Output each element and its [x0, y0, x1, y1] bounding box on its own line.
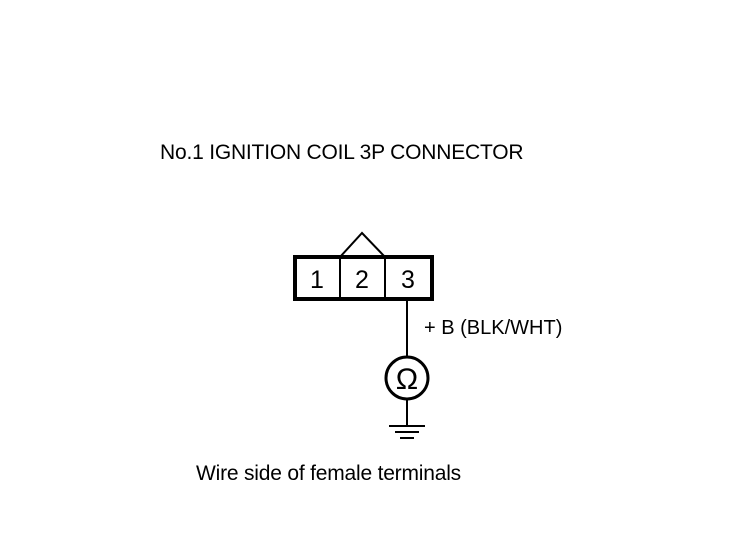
pin-label-3: 3 — [401, 266, 415, 294]
connector-lock-tab — [339, 231, 386, 258]
ohm-icon: Ω — [396, 363, 418, 396]
pin-label-2: 2 — [355, 266, 369, 294]
diagram-title: No.1 IGNITION COIL 3P CONNECTOR — [160, 141, 524, 164]
ground-icon — [389, 425, 425, 439]
connector-housing — [293, 255, 434, 301]
pin-label-1: 1 — [310, 266, 324, 294]
wire-label: + B (BLK/WHT) — [424, 317, 562, 339]
terminal-side-caption: Wire side of female terminals — [196, 462, 461, 485]
